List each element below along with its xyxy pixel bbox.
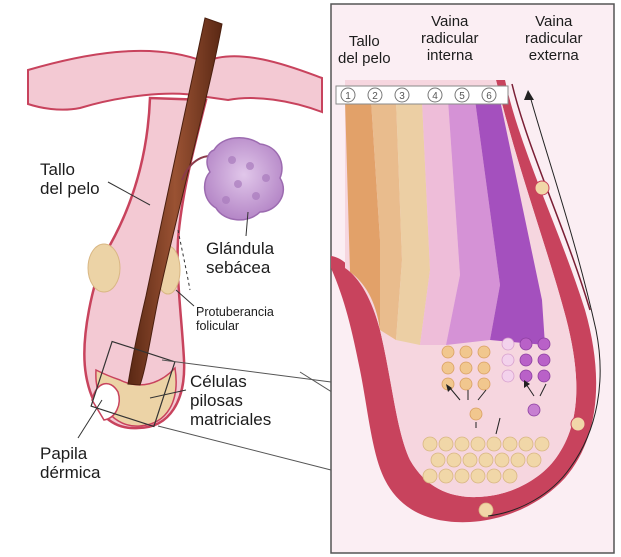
- layer-number-1: 1: [345, 91, 351, 102]
- label-papila-dermica: Papiladérmica: [40, 444, 100, 482]
- label-glandula-sebacea: Glándulasebácea: [206, 239, 274, 277]
- label-celulas-pilosas-matriciales: Célulaspilosasmatriciales: [190, 372, 271, 429]
- layer-number-4: 4: [432, 91, 438, 102]
- label-tallo-del-pelo-left: Tallodel pelo: [40, 160, 100, 198]
- layer-number-6: 6: [486, 91, 492, 102]
- label-vaina-radicular-interna: Vainaradicularinterna: [421, 14, 479, 64]
- sebaceous-gland: [205, 138, 284, 220]
- layer-number-3: 3: [399, 91, 405, 102]
- layer-number-5: 5: [459, 91, 465, 102]
- label-protuberancia-folicular: Protuberanciafolicular: [196, 305, 274, 333]
- label-vaina-radicular-externa: Vainaradicularexterna: [525, 14, 583, 64]
- label-tallo-del-pelo-right: Tallodel pelo: [338, 34, 391, 68]
- layer-number-2: 2: [372, 91, 378, 102]
